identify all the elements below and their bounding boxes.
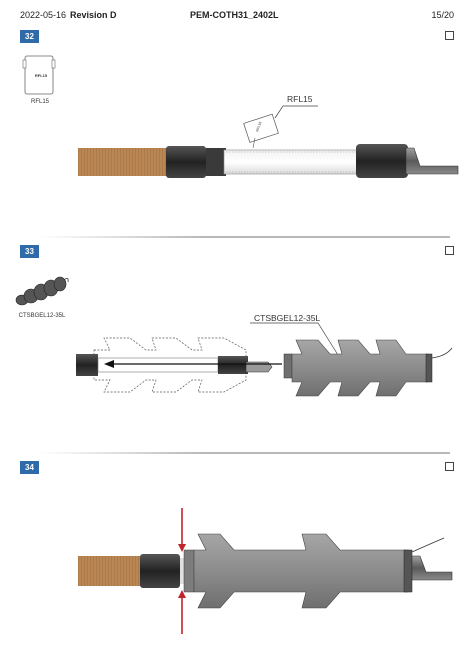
step-33-part-label: CTSBGEL12-35L [18,313,66,319]
step-34-checkbox-icon[interactable] [445,462,454,471]
page-header: 2022-05-16 Revision D PEM-COTH31_2402L 1… [0,10,466,26]
step-33-checkbox-icon[interactable] [445,246,454,255]
step-33-callout-label: CTSBGEL12-35L [254,313,321,323]
step-32-packet-text: RFL15 [34,73,48,78]
step-34-badge: 34 [20,461,39,474]
step-32-part-label: RFL15 [30,99,49,105]
step-32-cable-illustration: RFL15 [78,105,459,178]
step-32-packet-icon [22,55,56,95]
step-34-installed-illustration [78,508,453,634]
step-33-divider [40,236,450,238]
header-page-number: 15/20 [431,10,454,20]
header-document-id: PEM-COTH31_2402L [190,10,279,20]
header-date: 2022-05-16 [20,10,67,20]
step-34-divider [40,452,450,454]
step-33-badge: 33 [20,245,39,258]
header-revision: Revision D [70,10,117,20]
step-32-checkbox-icon[interactable] [445,31,454,40]
step-32-badge: 32 [20,30,39,43]
step-33-tube-illustration [76,322,453,397]
step-32-callout-label: RFL15 [287,94,313,104]
step-32-tag-text: RFL15 [255,121,262,132]
step-33-seal-icon [15,276,69,306]
